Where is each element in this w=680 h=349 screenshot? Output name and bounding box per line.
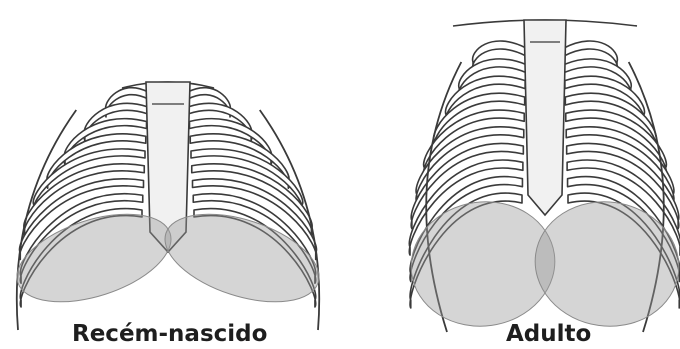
newborn-caption: Recém-nascido [72,323,267,346]
newborn-rib-cage [6,82,330,330]
sternum [524,20,566,215]
right-shaded-region [527,193,680,336]
adult-caption: Adulto [506,323,591,346]
adult-rib-cage [403,20,680,335]
